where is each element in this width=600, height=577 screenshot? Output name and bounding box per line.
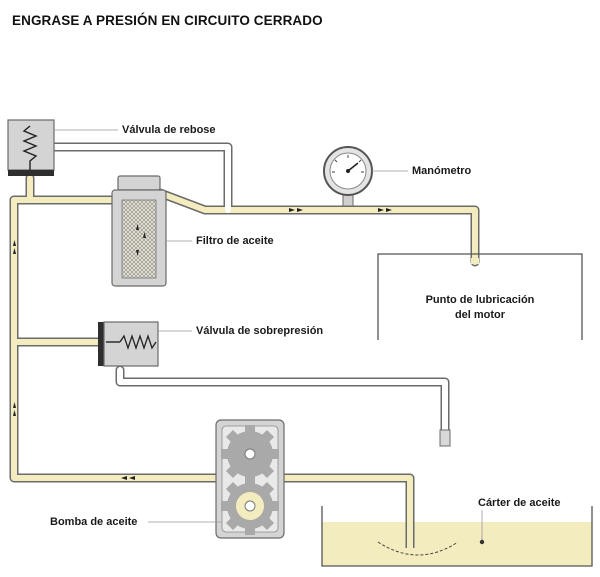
gear-icon (221, 425, 279, 483)
flow-direction-arrow (129, 476, 135, 480)
relief-valve (7, 119, 118, 176)
overpressure-valve (98, 321, 192, 367)
spring-icon (22, 125, 38, 170)
flow-direction-arrow (136, 250, 139, 256)
flow-direction-arrow (297, 208, 303, 212)
overpressure-valve-label: Válvula de sobrepresión (196, 325, 324, 337)
pump-label: Bomba de aceite (50, 516, 138, 528)
flow-direction-arrow (289, 208, 295, 212)
oil-filter (111, 175, 192, 287)
lubrication-point-label-line2: del motor (454, 309, 506, 321)
flow-direction-arrow (386, 208, 392, 212)
flow-arrows (13, 208, 392, 480)
oil-sump (321, 506, 593, 567)
flow-direction-arrow (13, 248, 16, 254)
oil-pipes (9, 142, 480, 533)
oil-pump (148, 419, 285, 539)
filter-label: Filtro de aceite (196, 235, 274, 247)
relief-valve-label: Válvula de rebose (122, 124, 216, 136)
lubrication-point-label-line1: Punto de lubricación (425, 294, 535, 306)
engine-lubrication-point (377, 253, 583, 340)
flow-direction-arrow (13, 240, 16, 246)
pressure-gauge-icon (323, 146, 408, 207)
flow-direction-arrow (143, 232, 146, 238)
sump-label: Cárter de aceite (478, 497, 561, 509)
flow-direction-arrow (121, 476, 127, 480)
diagram-title: ENGRASE A PRESIÓN EN CIRCUITO CERRADO (12, 13, 323, 28)
flow-direction-arrow (13, 402, 16, 408)
flow-direction-arrow (136, 224, 139, 230)
flow-direction-arrow (378, 208, 384, 212)
spring-icon (119, 333, 157, 351)
gear-icon (221, 477, 279, 535)
flow-direction-arrow (13, 410, 16, 416)
gauge-label: Manómetro (412, 165, 472, 177)
